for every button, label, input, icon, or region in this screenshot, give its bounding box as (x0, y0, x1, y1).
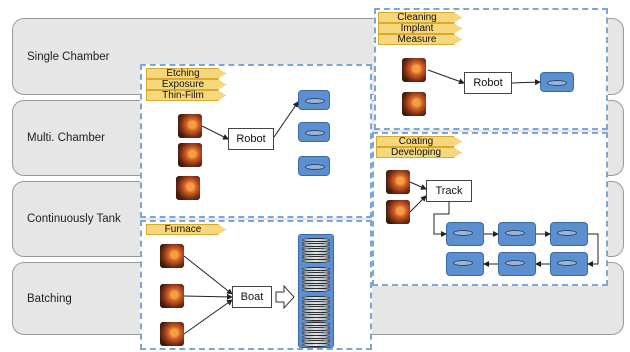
row-label-single-chamber: Single Chamber (27, 50, 110, 63)
row-label-continuously-tank: Continuously Tank (27, 213, 121, 225)
tag-furnace: Furnace (146, 224, 226, 235)
wafer-carrier-icon (446, 222, 484, 246)
row-label-batching: Batching (27, 292, 72, 305)
process-tool-icon (178, 114, 202, 138)
wafer-disc (302, 316, 330, 321)
tag-measure: Measure (378, 34, 462, 45)
wafer-disc (302, 342, 330, 347)
process-tool-icon (402, 92, 426, 116)
tag-etching: Etching (146, 68, 226, 79)
wafer-carrier-icon (540, 72, 574, 92)
tag-cleaning: Cleaning (378, 12, 462, 23)
wafer-disc (302, 287, 330, 292)
process-tool-icon (402, 58, 426, 82)
process-tool-icon (386, 200, 410, 224)
single-chamber-panel: Cleaning Implant Measure Robot (374, 8, 608, 130)
process-tool-icon (160, 322, 184, 346)
wafer-carrier-icon (298, 90, 330, 110)
tag-thin-film: Thin-Film (146, 90, 226, 101)
wafer-carrier-icon (498, 222, 536, 246)
tag-implant: Implant (378, 23, 462, 34)
wafer-carrier-icon (498, 252, 536, 276)
process-tool-icon (160, 244, 184, 268)
wafer-stack-discs (298, 234, 334, 348)
continuously-tank-panel: Coating Developing Track (372, 132, 608, 286)
wafer-carrier-icon (298, 122, 330, 142)
wafer-carrier-icon (446, 252, 484, 276)
hollow-arrow-icon (275, 284, 295, 310)
process-tool-icon (160, 284, 184, 308)
tag-developing: Developing (376, 147, 462, 158)
wafer-disc (302, 258, 330, 263)
process-tool-icon (386, 170, 410, 194)
wafer-carrier-icon (298, 156, 330, 176)
tag-exposure: Exposure (146, 79, 226, 90)
tag-coating: Coating (376, 136, 462, 147)
track-box: Track (426, 180, 472, 202)
process-tool-icon (176, 176, 200, 200)
robot-box: Robot (228, 128, 274, 150)
batching-panel: Furnace Boat (140, 220, 372, 350)
wafer-carrier-icon (550, 252, 588, 276)
row-label-multi-chamber: Multi. Chamber (27, 132, 105, 144)
boat-box: Boat (232, 286, 272, 308)
multi-chamber-panel: Etching Exposure Thin-Film Robot (140, 64, 372, 218)
robot-box: Robot (464, 72, 512, 94)
wafer-carrier-icon (550, 222, 588, 246)
process-tool-icon (178, 143, 202, 167)
